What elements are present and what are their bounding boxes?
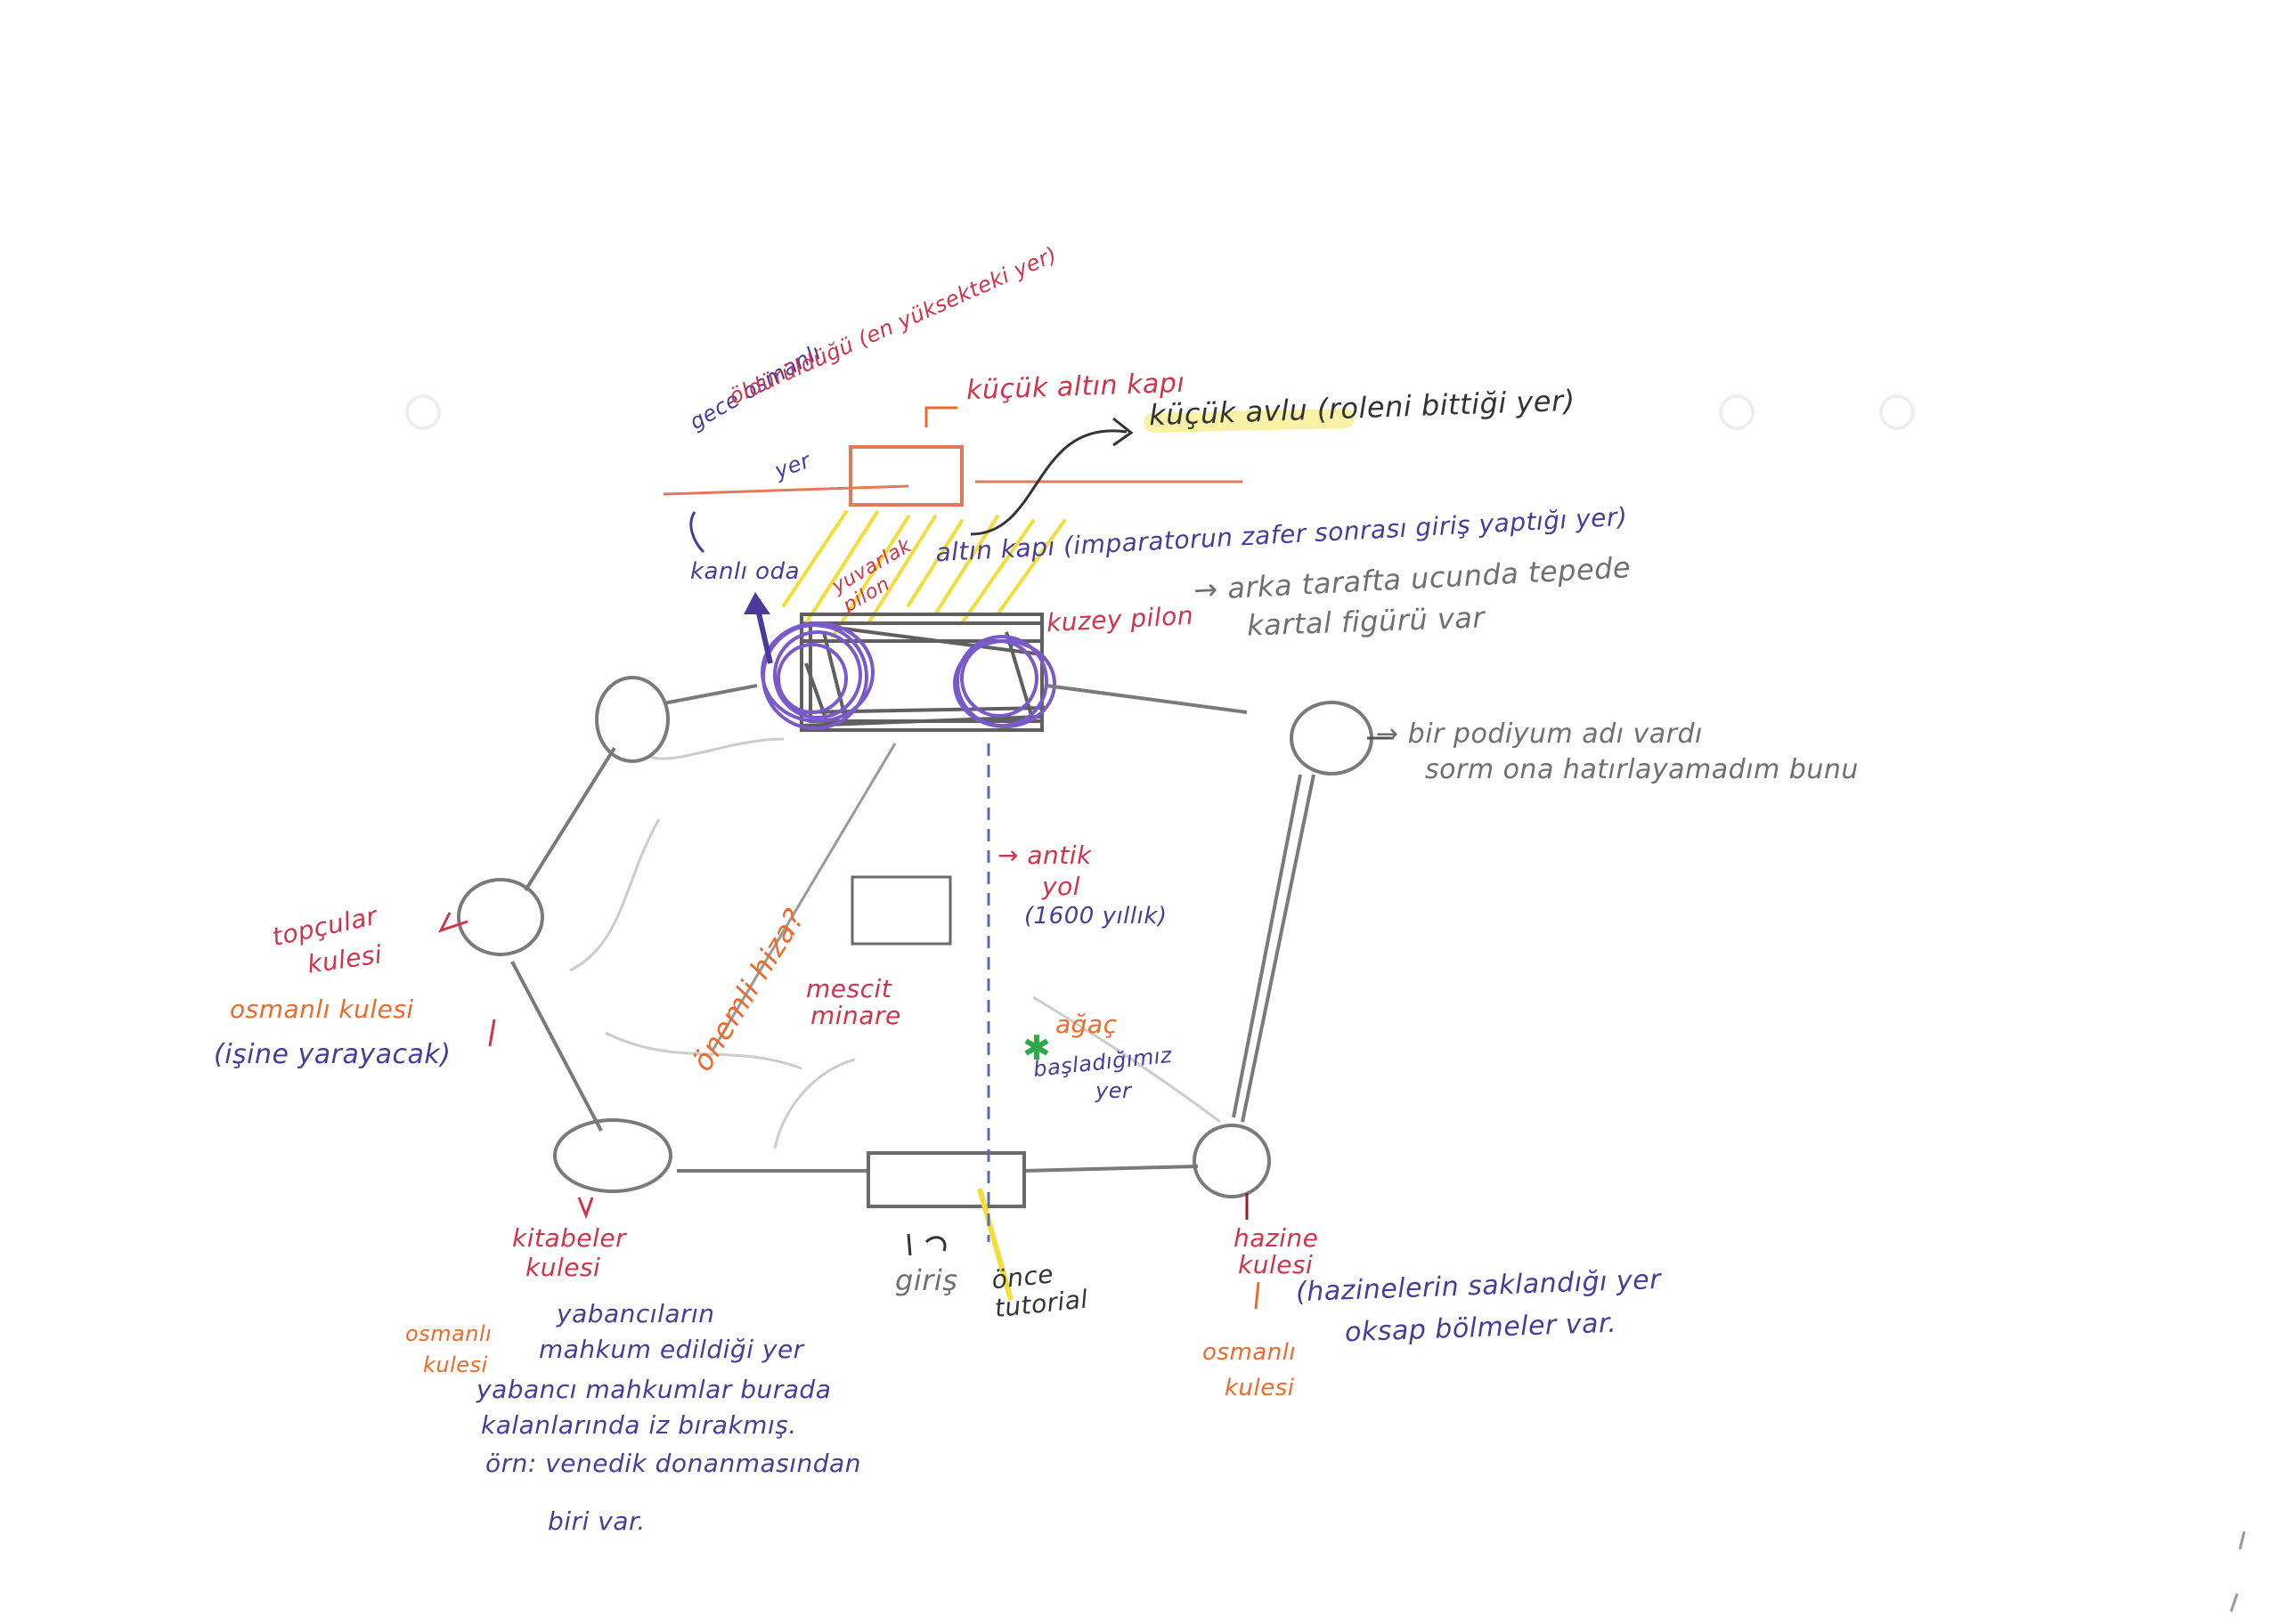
paper-punch-holes (405, 394, 1915, 430)
artillery-tower (457, 878, 544, 956)
top-wall-line (663, 480, 1242, 496)
top-right-tower (1290, 701, 1373, 775)
label-tower-3: kulesi (1238, 1250, 1314, 1279)
label-podium-2: sorm ona hatırlayamadım bunu (1425, 754, 1859, 785)
label-foreigners: yabancıların (557, 1299, 715, 1328)
label-place-2: yer (1095, 1078, 1132, 1103)
label-tree: ağaç (1055, 1010, 1118, 1039)
courtyard-arrow (970, 429, 1128, 536)
label-minaret: minare (810, 1001, 901, 1030)
label-ottoman-tower-2b: kulesi (423, 1352, 488, 1377)
label-1600-years: (1600 yıllık) (1024, 903, 1168, 930)
label-ottoman-tower-1: osmanlı kulesi (230, 995, 414, 1024)
diagonal-line (711, 743, 897, 1052)
label-left-marks: kalanlarında iz bırakmış. (481, 1410, 797, 1440)
south-pylon-tower (953, 635, 1056, 728)
small-golden-gate-bracket (924, 406, 957, 427)
label-condemned: mahkum edildiği yer (539, 1335, 804, 1364)
mosque-minaret-square (851, 875, 952, 946)
label-venice-example: örn: venedik donanmasından (485, 1449, 861, 1478)
label-ottoman-tower-2a: osmanlı (405, 1321, 493, 1346)
label-useful: (işine yarayacak) (214, 1039, 452, 1070)
towers (457, 676, 1373, 1198)
bloody-room-arrow-head (744, 592, 770, 614)
label-foreign-prisoners: yabancı mahkumlar burada (476, 1375, 832, 1404)
label-road: yol (1042, 872, 1080, 901)
paper-edge-marks (2229, 1531, 2246, 1612)
tutorial-highlight (977, 1188, 1014, 1301)
inner-guide-lines (569, 737, 1221, 1149)
label-treasury: hazine (1234, 1223, 1319, 1253)
label-one-exists: biri var. (548, 1506, 646, 1536)
golden-gate-block (800, 613, 1047, 732)
north-pylon-tower (761, 621, 875, 730)
tree-star-icon: ✱ (1022, 1028, 1051, 1068)
label-ottoman-tower-3a: osmanlı (1202, 1339, 1297, 1366)
courtyard-arrow-head (1112, 417, 1134, 447)
label-tower-2: kulesi (525, 1253, 601, 1282)
small-courtyard-highlight (1144, 409, 1355, 433)
label-ottoman-tower-3b: kulesi (1225, 1375, 1295, 1401)
label-entrance: giriş (895, 1263, 958, 1297)
fortress-walls (510, 684, 1315, 1173)
small-golden-gate-rect (849, 445, 964, 507)
label-bloody-room: kanlı oda (690, 558, 801, 585)
inscriptions-tower (553, 1118, 672, 1193)
label-antique: → antik (997, 840, 1092, 870)
pointer-strokes (438, 511, 1394, 1310)
label-podium-1: → bir podiyum adı vardı (1376, 719, 1703, 750)
label-inscriptions: kitabeler (512, 1223, 627, 1253)
bloody-room-arrow (754, 605, 773, 664)
entrance-gate (867, 1151, 1026, 1208)
yellow-hatching (782, 510, 1066, 638)
top-left-tower (595, 676, 670, 763)
treasury-tower (1193, 1124, 1271, 1198)
label-mosque: mescit (806, 974, 892, 1003)
